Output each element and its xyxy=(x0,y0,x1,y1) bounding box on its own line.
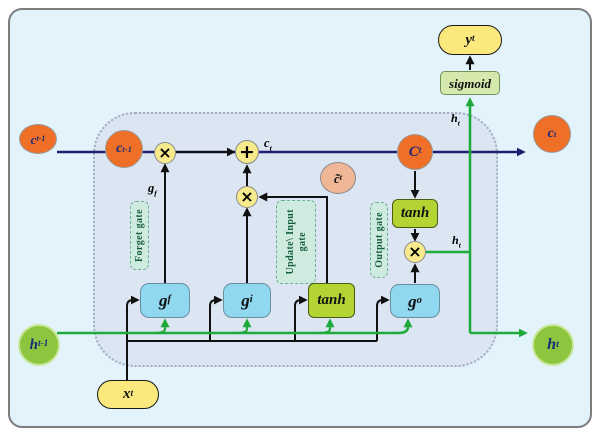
tanh-input-box: tanh xyxy=(308,283,355,318)
tanh-input-label: tanh xyxy=(317,292,346,308)
ht-top-wire-label: ht xyxy=(451,111,460,127)
wire-hprev-to-gf xyxy=(153,318,170,335)
c-prev-inner-base: c xyxy=(116,141,123,156)
wire-hprev-main xyxy=(57,318,413,335)
wire-input-to-tanh xyxy=(294,295,308,341)
c-tilde-node: c̃t xyxy=(320,162,356,194)
forget-gate-tag: Forget gate xyxy=(130,201,149,270)
cell-state-base: C xyxy=(408,143,419,160)
c-out-base: c xyxy=(547,126,554,141)
gf-sub: f xyxy=(167,294,171,306)
wire-tanh-to-multiply2 xyxy=(258,192,328,283)
gf-wire-sub: f xyxy=(154,188,157,198)
ht-mid-wire-label: ht xyxy=(452,233,461,249)
multiply-glyph-1: × xyxy=(158,143,172,162)
h-prev-sub: t-1 xyxy=(38,339,49,350)
gf-wire-base: g xyxy=(148,181,155,195)
ct-wire-label: ct xyxy=(264,136,272,153)
update-input-gate-tag: Update\ Input gate xyxy=(276,200,316,284)
y-output-sub: t xyxy=(472,34,475,45)
tanh-cell-box: tanh xyxy=(392,199,438,228)
h-out-base: h xyxy=(547,336,557,353)
c-tilde-sub: t xyxy=(339,172,343,182)
c-prev-outer-sub: t-1 xyxy=(36,133,46,143)
sigmoid-box: sigmoid xyxy=(440,71,500,95)
wire-hprev-to-tanh xyxy=(318,318,335,335)
output-gate-label: Output gate xyxy=(373,212,385,268)
update-gate-label-line1: Update\ Input xyxy=(284,209,296,275)
multiply-icon: × xyxy=(154,142,176,164)
multiply-glyph-3: × xyxy=(408,242,422,261)
x-input-base: x xyxy=(122,386,131,402)
wire-input-to-go xyxy=(376,295,390,341)
forget-gate-label: Forget gate xyxy=(134,209,145,262)
multiply-icon: × xyxy=(236,186,258,208)
add-glyph: + xyxy=(239,140,255,163)
tanh-cell-label: tanh xyxy=(400,205,430,221)
ht-top-base: h xyxy=(451,111,458,125)
add-icon: + xyxy=(235,140,259,164)
wire-xt-input xyxy=(126,340,377,381)
y-output-base: y xyxy=(465,31,473,48)
wire-input-to-gi xyxy=(209,295,223,341)
c-prev-outer-base: c xyxy=(30,131,37,147)
ht-mid-sub: t xyxy=(458,240,461,250)
ct-wire-sub: t xyxy=(269,143,272,153)
h-out-sub: t xyxy=(556,339,559,351)
gi-base: g xyxy=(241,291,250,310)
wire-hprev-to-gi xyxy=(235,318,252,335)
go-base: g xyxy=(408,291,417,311)
x-input-sub: t xyxy=(130,388,134,399)
ht-mid-base: h xyxy=(452,233,459,247)
c-out-sub: t xyxy=(553,128,557,139)
c-tilde-base: c̃ xyxy=(333,170,340,186)
h-prev-base: h xyxy=(29,336,38,353)
gf-wire-label: gf xyxy=(148,181,157,198)
cell-state-sub: t xyxy=(418,146,422,157)
multiply-icon: × xyxy=(404,241,426,263)
multiply-glyph-2: × xyxy=(240,187,254,206)
go-sub: o xyxy=(416,294,422,306)
c-prev-inner-sub: t-1 xyxy=(122,143,132,154)
gi-sub: i xyxy=(249,294,253,306)
ct-wire-base: c xyxy=(264,136,270,150)
wire-input-to-gf xyxy=(126,295,140,341)
gf-base: g xyxy=(158,291,168,310)
sigmoid-label: sigmoid xyxy=(449,75,491,91)
output-gate-tag: Output gate xyxy=(370,202,388,278)
ht-top-sub: t xyxy=(457,118,460,128)
update-gate-label-line2: gate xyxy=(296,232,308,252)
